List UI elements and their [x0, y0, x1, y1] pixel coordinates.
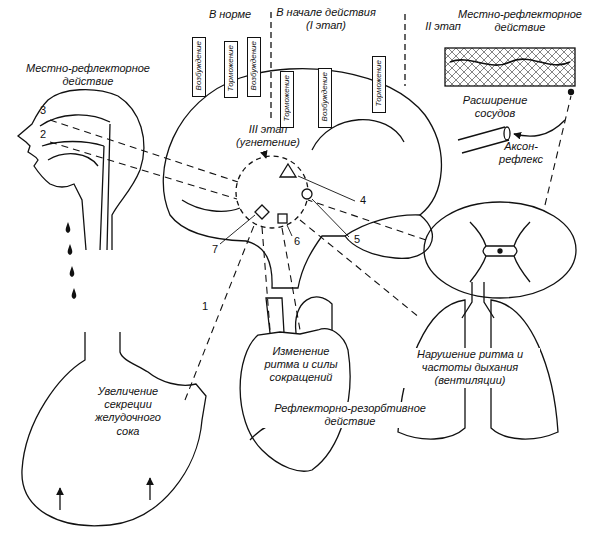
callout-number: 5 — [352, 233, 362, 245]
bar-text: Возбуждение — [321, 72, 329, 121]
label-holder: В норме — [195, 8, 265, 21]
leader-line — [220, 215, 255, 244]
caption-label: Изменение ритма и силы сокращений — [262, 345, 340, 385]
stomach-arrow — [149, 478, 150, 500]
label-holder: 7 — [210, 243, 220, 255]
label-holder: Увеличение секреции желудочного сока — [88, 385, 168, 438]
leader-line — [312, 199, 349, 237]
label-holder: Местно-рефлекторное действие — [26, 62, 150, 88]
label-holder: Расширение сосудов — [455, 94, 535, 120]
label-holder: II этап — [415, 20, 471, 33]
stage-arrow — [264, 152, 266, 158]
bar-node: Торможение — [224, 41, 238, 98]
caption-label: В начале действия (I этап) — [276, 6, 376, 32]
caption-label: Нарушение ритма и частоты дыхания (венти… — [400, 348, 540, 388]
bar-text: Торможение — [375, 60, 383, 106]
capillary — [450, 59, 570, 65]
square-symbol — [278, 214, 287, 223]
triangle-symbol — [280, 164, 296, 177]
central-canal — [498, 249, 502, 253]
leader-line — [287, 225, 292, 236]
stomach-outline — [22, 332, 206, 526]
throat — [100, 124, 110, 250]
callout-number: 2 — [38, 128, 48, 140]
bar-text: Возбуждение — [250, 41, 258, 90]
head-profile — [18, 90, 118, 250]
nerve-ending — [569, 90, 574, 95]
vena-cava — [266, 298, 284, 333]
skin-tissue — [445, 48, 575, 86]
circle-symbol — [302, 189, 312, 199]
vessel-lumen — [504, 127, 510, 140]
callout-number: 4 — [358, 194, 368, 206]
label-holder: Изменение ритма и силы сокращений — [262, 345, 340, 385]
bar-node: Возбуждение — [247, 37, 261, 97]
palate — [42, 142, 104, 147]
label-holder: 1 — [200, 300, 210, 312]
head-back — [112, 96, 144, 250]
caption-label: Рефлекторно-резорбтивное действие — [250, 402, 450, 428]
nerve-pathway — [185, 223, 255, 400]
vessel-wall — [458, 127, 509, 153]
brain-outline — [163, 69, 441, 288]
bar-text: Возбуждение — [195, 41, 203, 90]
callout-number: 6 — [292, 235, 302, 247]
caption-label: III этап (угнетение) — [228, 123, 308, 149]
bar-node: Торможение — [372, 56, 386, 113]
cerebellum-line — [345, 215, 420, 236]
label-holder: Нарушение ритма и частоты дыхания (венти… — [400, 348, 540, 388]
caption-label: Расширение сосудов — [455, 94, 535, 120]
callout-number: 3 — [38, 104, 48, 116]
label-holder: 2 — [38, 128, 48, 140]
nerve-pathway — [262, 227, 270, 330]
caption-label: В норме — [195, 8, 265, 21]
bar-text: Торможение — [283, 75, 291, 121]
caption-label: Увеличение секреции желудочного сока — [88, 385, 168, 438]
nasal-cavity — [40, 115, 110, 126]
label-holder: 3 — [38, 104, 48, 116]
bar-node: Возбуждение — [192, 37, 206, 97]
label-holder: 4 — [358, 194, 368, 206]
label-holder: III этап (угнетение) — [228, 123, 308, 149]
caption-label: Местно-рефлекторное действие — [26, 62, 150, 88]
axon-arrow — [514, 120, 565, 136]
label-holder: 6 — [292, 235, 302, 247]
aorta — [296, 297, 332, 333]
caption-label: Местно-рефлекторное действие — [458, 8, 582, 34]
callout-number: 7 — [210, 243, 220, 255]
bar-node: Возбуждение — [318, 68, 332, 128]
caption-label: Аксон-рефлекс — [495, 140, 547, 166]
center-circle — [236, 156, 308, 228]
column-separator — [270, 12, 271, 118]
label-holder: В начале действия (I этап) — [276, 6, 376, 32]
spinal-cord-outline — [424, 202, 576, 298]
grey-matter — [470, 222, 530, 282]
caption-label: II этап — [415, 20, 471, 33]
label-holder: Местно-рефлекторное действие — [458, 8, 582, 34]
label-holder: 5 — [352, 233, 362, 245]
trachea — [462, 282, 494, 318]
label-holder: Рефлекторно-резорбтивное действие — [250, 402, 450, 428]
label-holder: Аксон-рефлекс — [495, 140, 547, 166]
leader-line — [298, 176, 355, 201]
diamond-symbol — [255, 205, 269, 219]
tongue — [48, 154, 98, 166]
column-separator — [404, 14, 405, 86]
axon-pathway — [545, 96, 571, 205]
saliva-drops — [66, 222, 77, 299]
temporal-line — [182, 200, 240, 211]
nerve-pathway — [300, 220, 420, 318]
heart-outline — [240, 329, 350, 471]
nerve-pathway — [308, 200, 426, 240]
stomach-arrow — [59, 488, 60, 510]
bar-text: Торможение — [227, 45, 235, 91]
callout-number: 1 — [200, 300, 210, 312]
bar-node: Торможение — [280, 71, 294, 128]
